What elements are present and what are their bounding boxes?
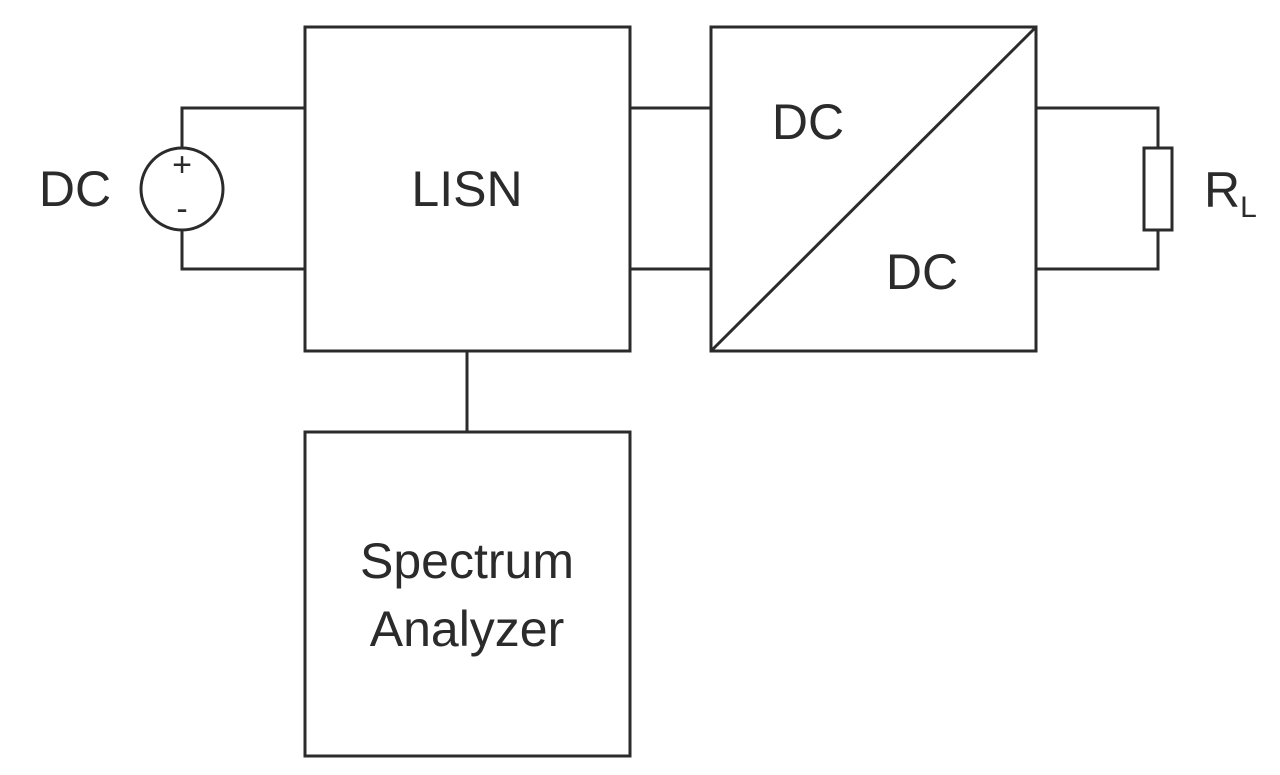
load-resistor: [1142, 146, 1174, 232]
source-plus-sign: +: [172, 146, 192, 184]
lisn-label: LISN: [411, 161, 522, 217]
load-label-main: R: [1204, 162, 1240, 218]
converter-output-label: DC: [886, 244, 958, 300]
dc-voltage-source: + -: [139, 146, 225, 232]
converter-input-label: DC: [772, 94, 844, 150]
load-label-subscript: L: [1240, 191, 1257, 224]
dcdc-converter-block: [709, 25, 1038, 353]
source-minus-sign: -: [176, 190, 187, 228]
source-top-wire: [180, 106, 305, 148]
source-label: DC: [39, 161, 111, 217]
load-label: RL: [1204, 162, 1257, 224]
spectrum-analyzer-block: [303, 430, 632, 758]
load-top-wire: [1036, 106, 1160, 148]
source-bottom-wire: [180, 230, 305, 271]
load-bottom-wire: [1036, 230, 1160, 271]
analyzer-label-line1: Spectrum: [360, 533, 574, 589]
converter-diagonal: [709, 25, 1038, 353]
analyzer-label-line2: Analyzer: [370, 601, 565, 657]
